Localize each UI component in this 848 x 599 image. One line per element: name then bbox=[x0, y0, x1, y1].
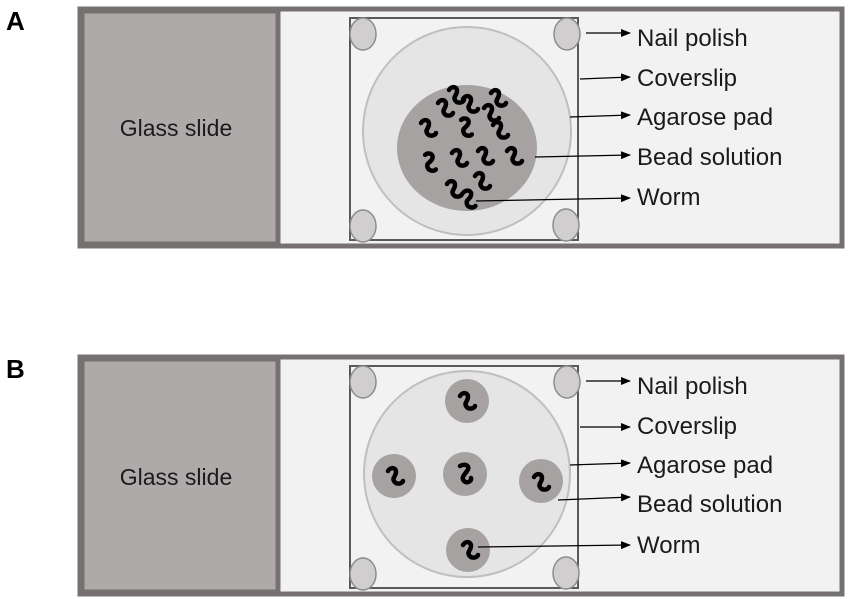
worm-icon bbox=[460, 539, 481, 560]
nail-polish-group-a bbox=[349, 17, 581, 243]
label-worm-b: Worm bbox=[637, 532, 701, 559]
worm-icon bbox=[475, 145, 496, 166]
glass-slide-label-a: Glass slide bbox=[120, 115, 232, 141]
worm-icon bbox=[444, 178, 465, 199]
nail-polish-group-b bbox=[349, 365, 581, 591]
label-agarose-pad-a: Agarose pad bbox=[637, 104, 773, 131]
nail-polish-dot bbox=[552, 208, 580, 242]
label-bead-solution-b: Bead solution bbox=[637, 491, 782, 518]
worm-icon bbox=[531, 471, 552, 492]
frosted-end-a bbox=[79, 8, 281, 247]
panel-label-a: A bbox=[6, 6, 25, 36]
bead-solution-a bbox=[397, 85, 537, 211]
label-coverslip-b: Coverslip bbox=[637, 413, 737, 440]
label-nail-polish-a: Nail polish bbox=[637, 25, 748, 52]
label-coverslip-a: Coverslip bbox=[637, 65, 737, 92]
arrow-right-icon bbox=[569, 111, 631, 120]
panel-a: A Glass slide bbox=[6, 6, 845, 249]
nail-polish-dot bbox=[349, 557, 377, 591]
nail-polish-dot bbox=[553, 365, 581, 399]
worm-icon bbox=[449, 147, 470, 168]
worm-icon bbox=[490, 119, 511, 140]
worm-icon bbox=[504, 145, 525, 166]
nail-polish-dot bbox=[553, 17, 581, 51]
worms-a bbox=[418, 84, 525, 210]
callout-labels-b: Nail polish Coverslip Agarose pad Bead s… bbox=[637, 373, 782, 559]
worm-icon bbox=[461, 188, 478, 210]
nail-polish-dot bbox=[552, 556, 580, 590]
worm-icon bbox=[457, 462, 474, 485]
label-nail-polish-b: Nail polish bbox=[637, 373, 748, 400]
label-worm-a: Worm bbox=[637, 184, 701, 211]
callout-arrows-a bbox=[475, 29, 631, 203]
glass-slide-label-b: Glass slide bbox=[120, 464, 232, 490]
worm-icon bbox=[446, 84, 467, 105]
worm-icon bbox=[472, 170, 493, 191]
worm-icon bbox=[422, 151, 439, 173]
panel-b: B Glass slide bbox=[6, 354, 845, 597]
coverslip-a bbox=[349, 17, 579, 241]
arrow-right-icon bbox=[569, 459, 631, 468]
callout-labels-a: Nail polish Coverslip Agarose pad Bead s… bbox=[637, 25, 782, 211]
callout-arrows-b bbox=[477, 377, 631, 550]
worm-icon bbox=[418, 117, 439, 138]
worm-icon bbox=[385, 465, 406, 486]
worm-icon bbox=[460, 93, 481, 114]
frosted-end-b bbox=[79, 356, 281, 595]
arrow-right-icon bbox=[579, 73, 631, 82]
nail-polish-dot bbox=[349, 17, 377, 51]
worms-b bbox=[385, 390, 552, 560]
arrow-right-icon bbox=[557, 493, 631, 502]
nail-polish-dot bbox=[349, 209, 377, 243]
worm-icon bbox=[435, 97, 456, 118]
panel-label-b: B bbox=[6, 354, 25, 384]
label-agarose-pad-b: Agarose pad bbox=[637, 452, 773, 479]
worm-icon bbox=[457, 390, 478, 411]
arrow-right-icon bbox=[475, 194, 631, 203]
arrow-right-icon bbox=[534, 151, 631, 160]
coverslip-b bbox=[349, 365, 579, 589]
worm-icon bbox=[488, 87, 509, 108]
nail-polish-dot bbox=[349, 365, 377, 399]
worm-icon bbox=[458, 116, 475, 138]
label-bead-solution-a: Bead solution bbox=[637, 144, 782, 171]
arrow-right-icon bbox=[477, 541, 631, 550]
